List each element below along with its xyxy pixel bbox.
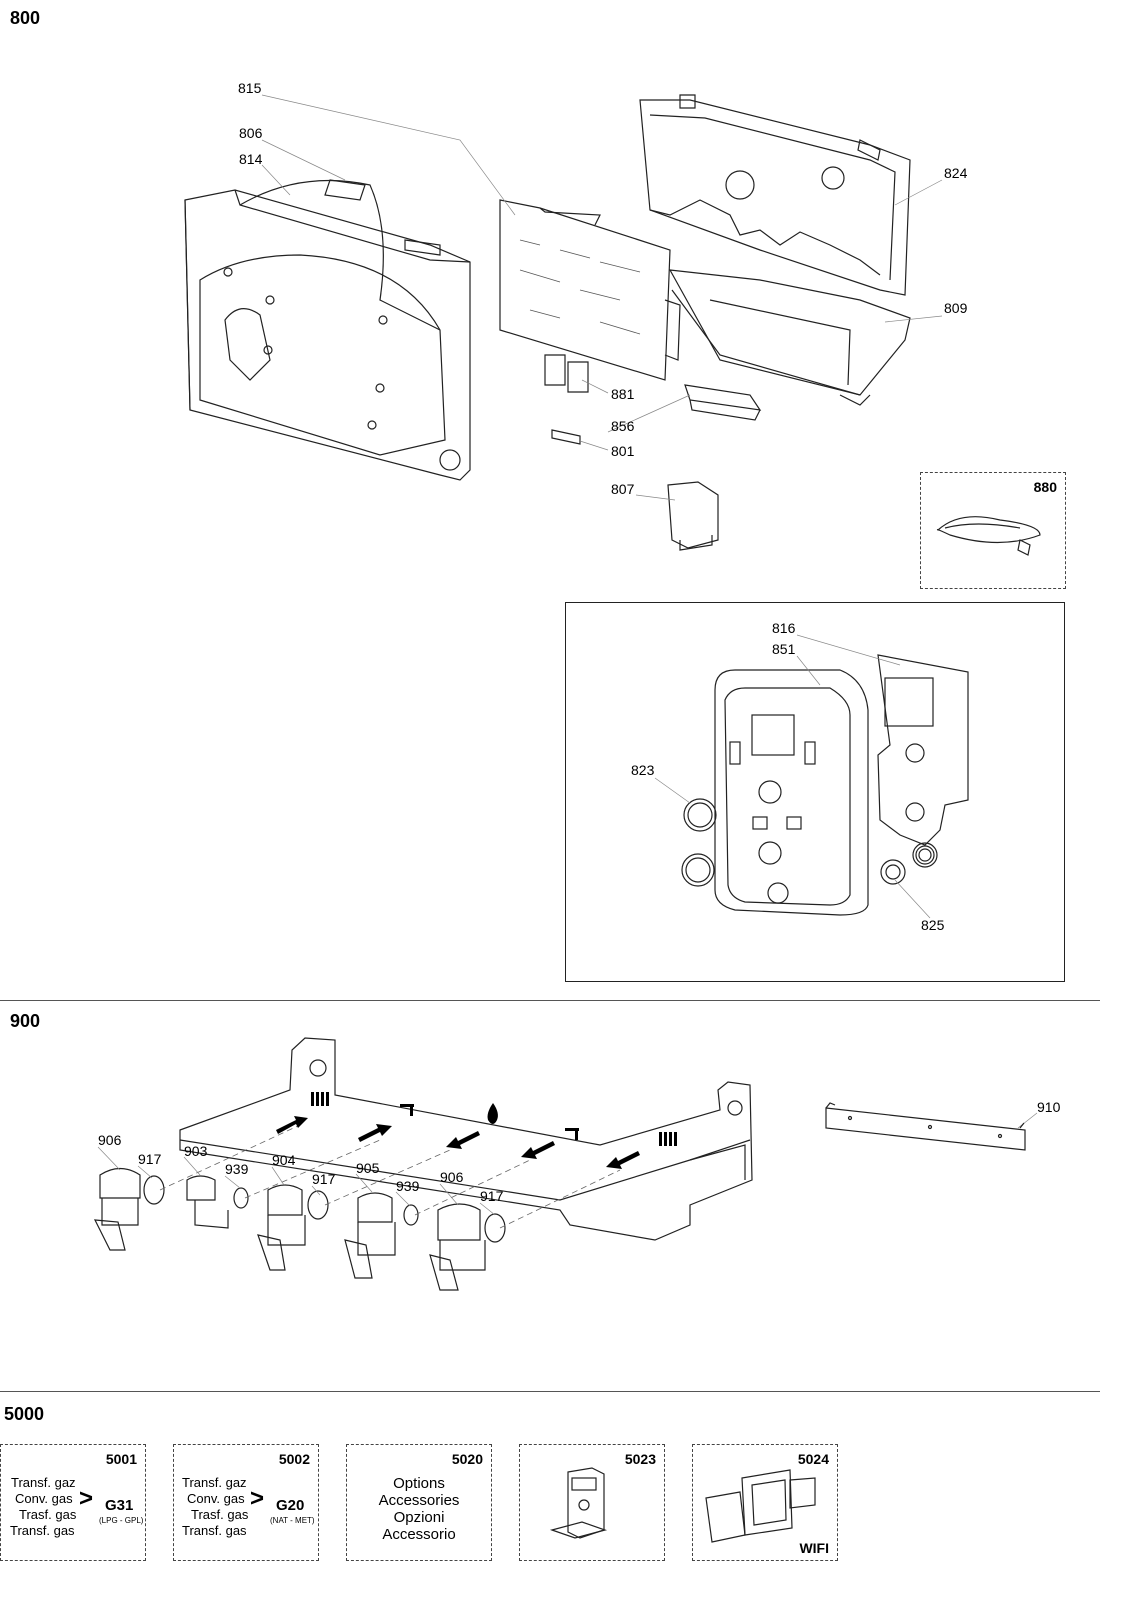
text-line: Transf. gaz (11, 1475, 76, 1490)
sensor-part (667, 481, 719, 551)
flow-arrows (276, 1092, 677, 1169)
section-5000-title: 5000 (4, 1404, 45, 1424)
part-label-851: 851 (772, 641, 796, 657)
gas-target-sub: (NAT - MET) (270, 1516, 315, 1525)
accessory-code: 5020 (451, 1451, 483, 1467)
text-line: Transf. gas (182, 1523, 247, 1538)
text-line: Transf. gaz (182, 1475, 247, 1490)
part-label-807: 807 (611, 481, 635, 497)
part-label-917: 917 (312, 1171, 336, 1187)
text-line: Transf. gas (10, 1523, 75, 1538)
display-board (877, 654, 969, 846)
text-line: Opzioni (393, 1509, 445, 1526)
part-label-823: 823 (631, 762, 655, 778)
part-label-856: 856 (611, 418, 635, 434)
cable-harness (936, 516, 1041, 556)
part-label-814: 814 (239, 151, 263, 167)
cover-tray (668, 269, 911, 406)
section-divider (0, 1000, 1100, 1001)
part-label-917: 917 (138, 1151, 162, 1167)
gas-conversion-text: Transf. gaz Conv. gas Trasf. gas Transf.… (180, 1475, 248, 1539)
part-label-825: 825 (921, 917, 945, 933)
valve-group (93, 1167, 506, 1291)
text-line: Conv. gas (187, 1491, 245, 1506)
gas-conversion-text: Transf. gaz Conv. gas Trasf. gas Transf.… (7, 1475, 76, 1539)
text-line: Options (393, 1475, 445, 1492)
text-line: Trasf. gas (191, 1507, 249, 1522)
part-label-906: 906 (98, 1132, 122, 1148)
control-panel-frame (714, 669, 869, 916)
part-label-801: 801 (611, 443, 635, 459)
room-thermostat-icon (549, 1467, 608, 1539)
control-panel-group (565, 602, 1065, 982)
accessory-5023: 5023 (519, 1444, 665, 1561)
knob-rings (681, 798, 938, 887)
part-label-881: 881 (611, 386, 635, 402)
accessory-code: 5023 (624, 1451, 656, 1467)
front-cover (639, 94, 911, 296)
gas-target: G31 (105, 1497, 134, 1514)
arrow-symbol: > (79, 1485, 94, 1512)
fuse-part (551, 429, 581, 445)
arrow-symbol: > (250, 1485, 265, 1512)
pcb-board (499, 199, 681, 381)
section-800-title: 800 (10, 8, 41, 28)
wifi-label: WIFI (799, 1540, 829, 1556)
part-label-816: 816 (772, 620, 796, 636)
relay-connectors (544, 354, 589, 393)
accessory-code: 5024 (797, 1451, 829, 1467)
wifi-module-icon (705, 1469, 816, 1543)
part-label-910: 910 (1037, 1099, 1061, 1115)
text-line: Accessories (378, 1492, 460, 1509)
gas-target-sub: (LPG - GPL) (99, 1516, 144, 1525)
part-label-939: 939 (396, 1178, 420, 1194)
text-line: Trasf. gas (19, 1507, 77, 1522)
part-label-903: 903 (184, 1143, 208, 1159)
part-label-906: 906 (440, 1169, 464, 1185)
accessory-5001: 5001 Transf. gaz Conv. gas Trasf. gas Tr… (0, 1444, 146, 1561)
section-divider (0, 1391, 1100, 1392)
text-line: Conv. gas (15, 1491, 73, 1506)
accessory-code: 5002 (278, 1451, 310, 1467)
part-label-905: 905 (356, 1160, 380, 1176)
gas-target: G20 (276, 1497, 305, 1514)
part-label-904: 904 (272, 1152, 296, 1168)
options-text: Options Accessories Opzioni Accessorio (347, 1475, 491, 1543)
part-label-806: 806 (239, 125, 263, 141)
mounting-bracket (179, 1037, 753, 1241)
part-label-824: 824 (944, 165, 968, 181)
part-label-939: 939 (225, 1161, 249, 1177)
part-box-880: 880 (920, 472, 1066, 589)
part-label-809: 809 (944, 300, 968, 316)
control-box-housing (184, 179, 471, 481)
part-label-917: 917 (480, 1188, 504, 1204)
mounting-rail (825, 1102, 1026, 1151)
part-label-815: 815 (238, 80, 262, 96)
accessory-5020: 5020 Options Accessories Opzioni Accesso… (346, 1444, 492, 1561)
section-900-title: 900 (10, 1011, 41, 1031)
part-label-880: 880 (1033, 479, 1057, 495)
accessory-5002: 5002 Transf. gaz Conv. gas Trasf. gas Tr… (173, 1444, 319, 1561)
accessory-5024: 5024 WIFI (692, 1444, 838, 1561)
accessory-code: 5001 (105, 1451, 137, 1467)
handle-part (684, 384, 762, 421)
text-line: Accessorio (382, 1526, 456, 1543)
